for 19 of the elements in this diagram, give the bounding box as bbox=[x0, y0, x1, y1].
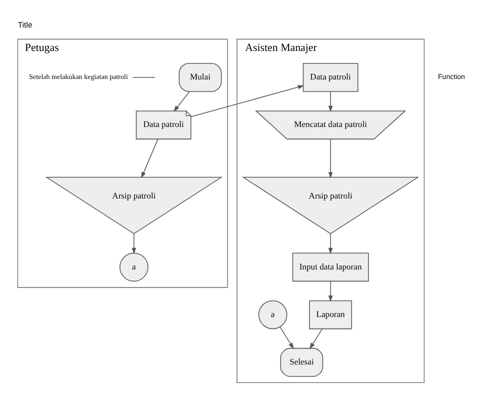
diagram-title: Title bbox=[18, 20, 32, 29]
node-circle: a bbox=[120, 252, 148, 282]
arrow bbox=[280, 326, 294, 349]
arrow bbox=[328, 232, 333, 254]
arrow bbox=[328, 90, 333, 112]
node-circle: a bbox=[258, 300, 288, 329]
node-box: Mulai bbox=[178, 62, 222, 92]
arrow bbox=[310, 328, 323, 349]
arrow bbox=[328, 280, 333, 302]
node-box: Input data laporan bbox=[292, 252, 369, 282]
node-box: Laporan bbox=[309, 300, 352, 329]
arrow bbox=[190, 84, 304, 117]
arrow bbox=[132, 232, 136, 254]
connector bbox=[132, 76, 156, 78]
node-box: Selesai bbox=[280, 347, 324, 376]
node-box: Data patroli bbox=[302, 62, 358, 92]
arrow bbox=[328, 138, 333, 178]
arrow bbox=[174, 90, 190, 112]
arrow bbox=[141, 138, 158, 178]
